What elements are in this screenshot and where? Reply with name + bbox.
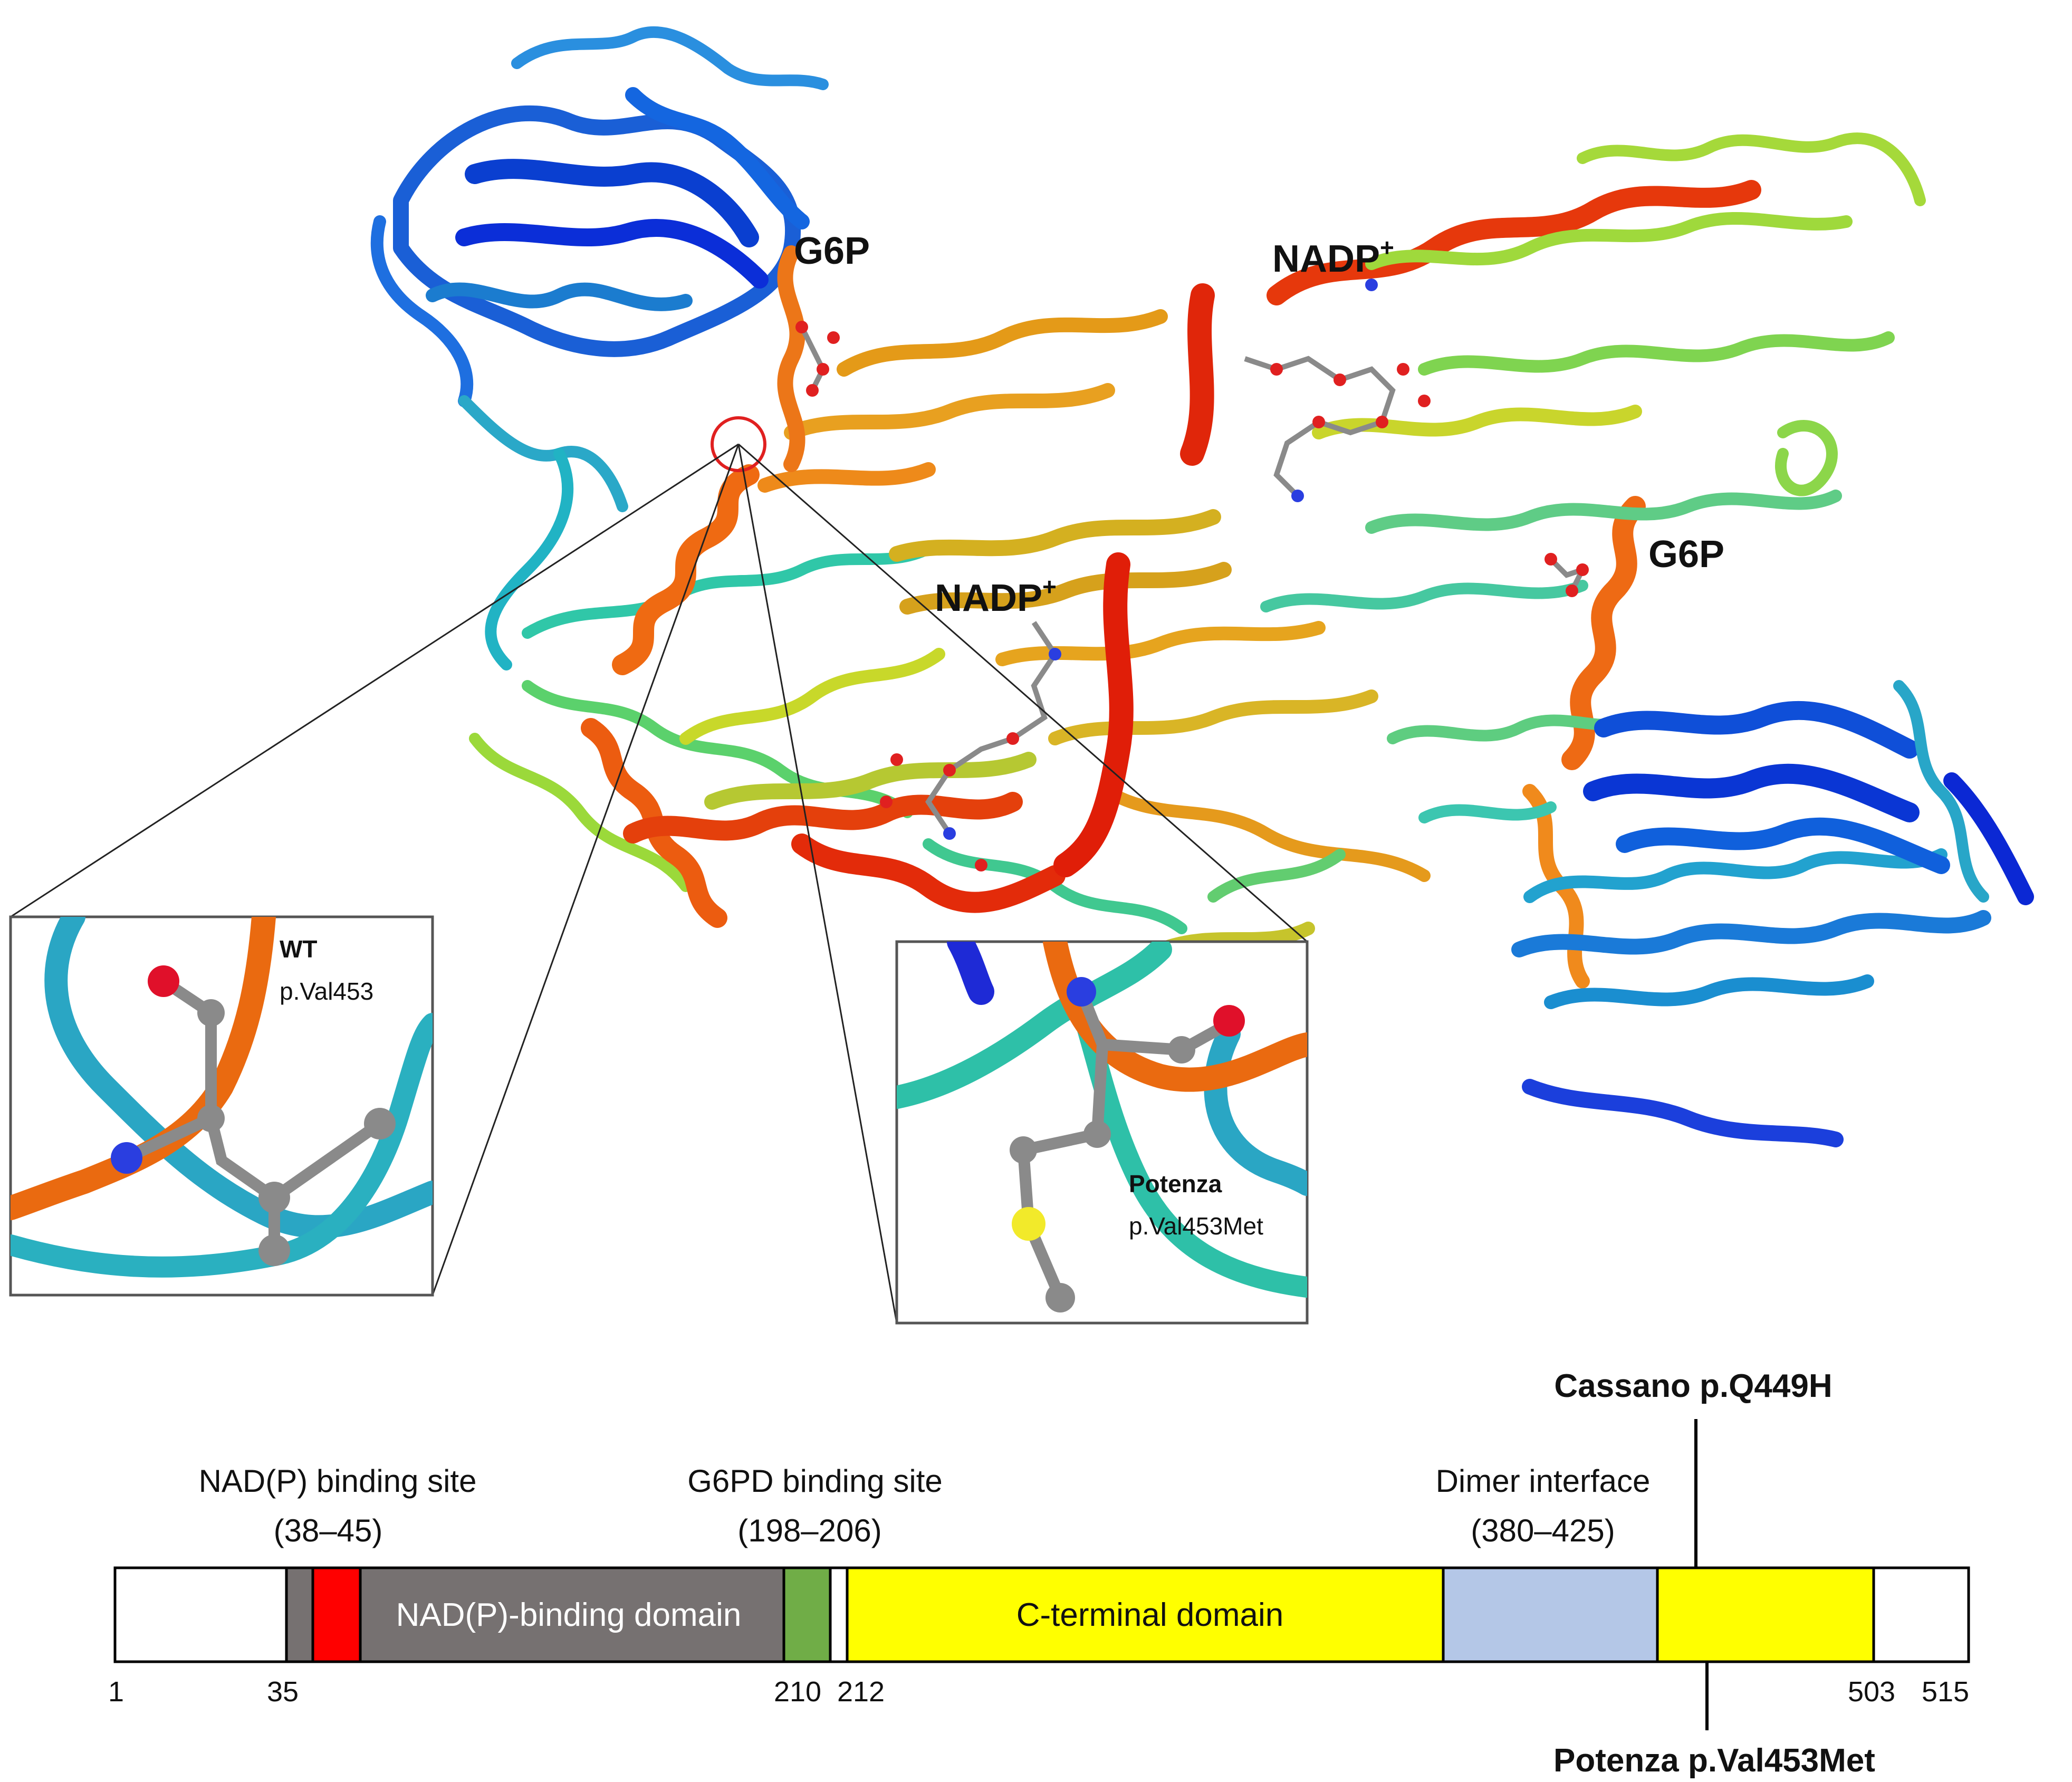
label-nadp-top-text: NADP bbox=[1272, 238, 1380, 280]
mutation-label-cassano: Cassano p.Q449H bbox=[1554, 1368, 1832, 1404]
label-nadp-mid: NADP+ bbox=[935, 573, 1057, 619]
mutation-label-potenza: Potenza p.Val453Met bbox=[1553, 1742, 1875, 1779]
position-1: 1 bbox=[108, 1676, 124, 1708]
region-label-nadp-site: NAD(P) binding site bbox=[199, 1463, 477, 1499]
segment-g6pd-binding-site bbox=[782, 1566, 832, 1663]
region-label-g6pd-site: G6PD binding site bbox=[687, 1463, 943, 1499]
ribbon-blue-domain-right bbox=[1511, 680, 2034, 1147]
inset-wt-title: WT bbox=[280, 935, 318, 963]
segment-c-terminal-domain bbox=[846, 1566, 1445, 1663]
zoom-lines bbox=[10, 443, 1308, 1324]
segment-c-tail bbox=[1872, 1566, 1970, 1663]
position-35: 35 bbox=[267, 1676, 299, 1708]
segment-n-terminal bbox=[113, 1566, 288, 1663]
position-212: 212 bbox=[837, 1676, 885, 1708]
position-210: 210 bbox=[774, 1676, 821, 1708]
domain-label-nadp-binding: NAD(P)-binding domain bbox=[396, 1597, 742, 1633]
position-503: 503 bbox=[1848, 1676, 1895, 1708]
domain-map: NAD(P) binding site (38–45) G6PD binding… bbox=[108, 1368, 1970, 1779]
segment-nadp-binding-domain bbox=[359, 1566, 785, 1663]
label-g6p-right: G6P bbox=[1648, 533, 1724, 576]
ribbon-blue-domain-left bbox=[370, 26, 829, 670]
protein-structure bbox=[370, 26, 2034, 1147]
ligands bbox=[795, 279, 1589, 871]
label-g6p-top: G6P bbox=[794, 230, 870, 272]
position-515: 515 bbox=[1922, 1676, 1969, 1708]
segment-dimer-interface bbox=[1442, 1566, 1659, 1663]
inset-mutant: Potenza p.Val453Met bbox=[895, 940, 1309, 1325]
mutation-site-marker bbox=[711, 416, 766, 472]
label-nadp-mid-sup: + bbox=[1042, 573, 1057, 600]
structure-labels: G6P G6P NADP+ NADP+ bbox=[794, 230, 1724, 619]
label-nadp-mid-text: NADP bbox=[935, 577, 1042, 619]
ribbon-orange-red-helices bbox=[581, 180, 1761, 989]
region-label-dimer-interface: Dimer interface bbox=[1436, 1463, 1651, 1499]
ligand-g6p-right bbox=[1545, 553, 1589, 597]
region-range-g6pd-site: (198–206) bbox=[737, 1513, 882, 1548]
segment-nadp-domain-start bbox=[285, 1566, 314, 1663]
ligand-nadp-mid bbox=[880, 621, 1061, 871]
inset-mutant-title: Potenza bbox=[1129, 1170, 1222, 1197]
label-nadp-top-sup: + bbox=[1380, 234, 1394, 261]
valine-residue bbox=[111, 965, 396, 1266]
region-range-nadp-site: (38–45) bbox=[274, 1513, 383, 1548]
inset-wt-subtitle: p.Val453 bbox=[280, 978, 373, 1005]
inset-mutant-subtitle: p.Val453Met bbox=[1129, 1212, 1263, 1240]
region-range-dimer-interface: (380–425) bbox=[1471, 1513, 1615, 1548]
ligand-g6p-top bbox=[795, 321, 840, 397]
segment-linker bbox=[829, 1566, 849, 1663]
ribbon-central-domain bbox=[469, 309, 1431, 956]
methionine-residue bbox=[1010, 977, 1245, 1312]
segment-c-terminal-end bbox=[1656, 1566, 1875, 1663]
ligand-nadp-top bbox=[1244, 279, 1431, 502]
segment-nadp-binding-site bbox=[311, 1566, 362, 1663]
domain-label-c-terminal: C-terminal domain bbox=[1016, 1597, 1284, 1633]
label-nadp-top: NADP+ bbox=[1272, 234, 1394, 280]
inset-wt: WT p.Val453 bbox=[9, 915, 434, 1297]
